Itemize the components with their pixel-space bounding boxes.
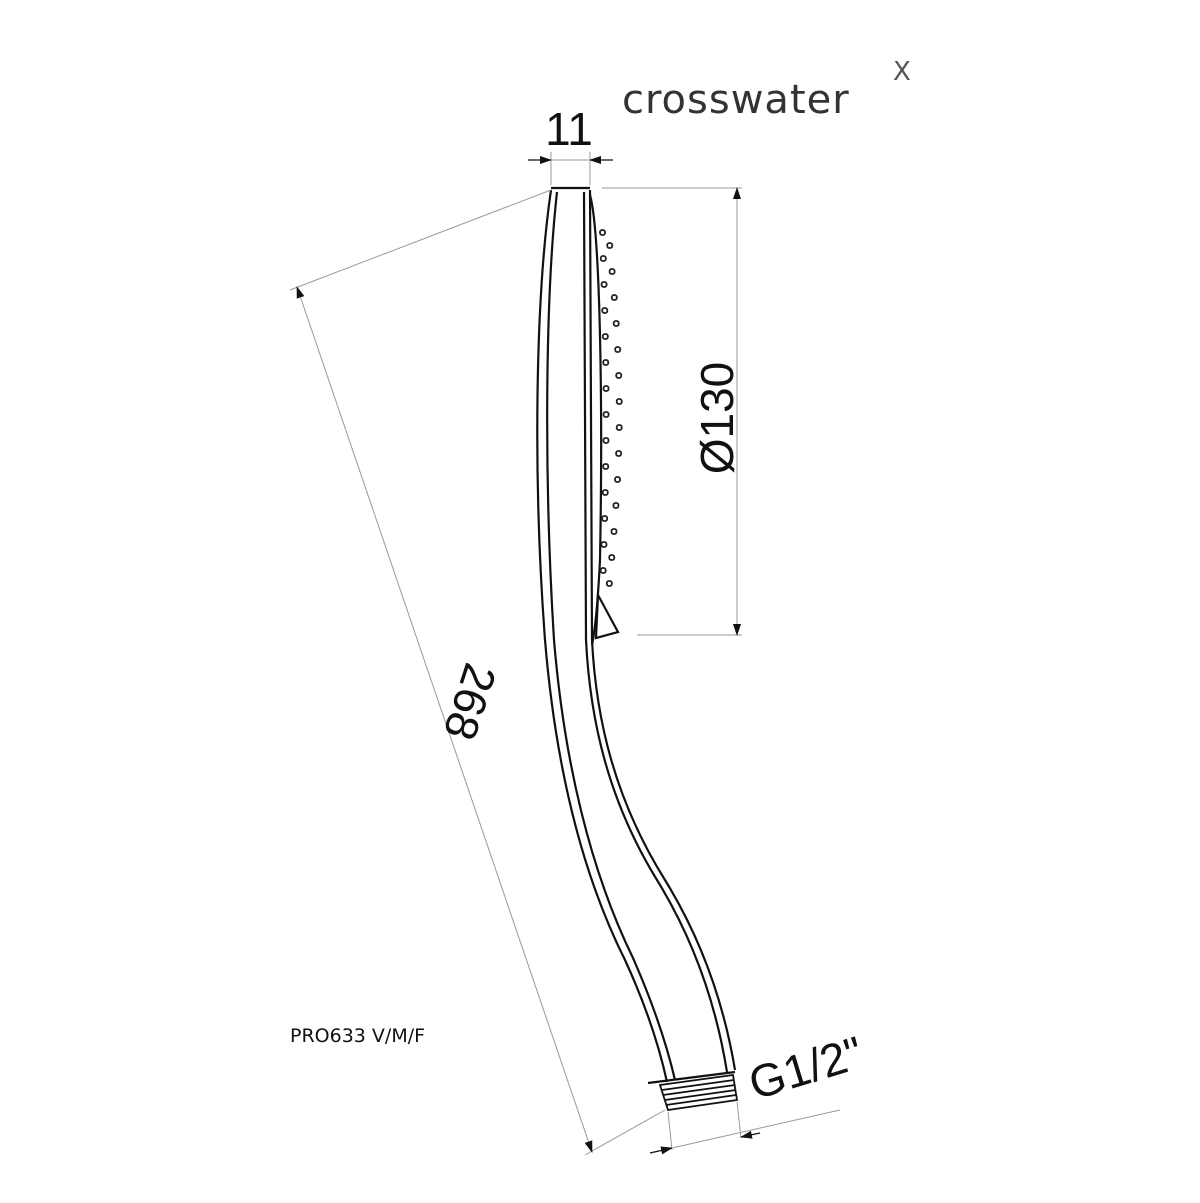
thread-connector — [658, 1073, 739, 1111]
nozzle-icon — [615, 372, 623, 379]
nozzle-icon — [599, 229, 606, 236]
dim-thickness-label: 11 — [545, 103, 593, 155]
nozzle-icon — [615, 424, 623, 431]
nozzle-icon — [608, 268, 616, 275]
handset-back-inner — [582, 191, 729, 1073]
nozzle-icon — [608, 554, 616, 561]
handle-end — [647, 1070, 736, 1085]
nozzle-icon — [610, 528, 618, 535]
handset-back-edge — [588, 189, 737, 1071]
handset-inner-edge — [546, 191, 677, 1081]
nozzle-icon — [610, 294, 618, 301]
nozzle-icon — [600, 281, 608, 288]
nozzle-icon — [602, 437, 610, 444]
nozzle-icon — [602, 359, 610, 366]
spray-nozzles — [599, 229, 623, 587]
nozzle-icon — [599, 567, 607, 574]
nozzle-icon — [615, 450, 623, 457]
dim-diameter: Ø130 — [602, 187, 743, 636]
nozzle-icon — [602, 463, 610, 470]
nozzle-icon — [612, 320, 620, 327]
product-code: PRO633 V/M/F — [290, 1025, 425, 1047]
logo-mark: X — [893, 57, 911, 87]
dim-connection-label: G1/2" — [743, 1026, 869, 1110]
nozzle-icon — [605, 580, 613, 587]
nozzle-icon — [601, 333, 609, 340]
dim-thickness: 11 — [528, 103, 613, 185]
nozzle-icon — [600, 541, 608, 548]
nozzle-icon — [614, 476, 621, 483]
crosswater-logo: crosswater X — [622, 57, 911, 123]
nozzle-icon — [601, 515, 609, 522]
dim-length: 268 — [289, 189, 666, 1156]
dim-connection: G1/2" — [649, 1026, 869, 1155]
logo-text: crosswater — [622, 77, 850, 123]
nozzle-icon — [614, 346, 622, 353]
nozzle-icon — [599, 255, 607, 262]
spray-lever — [594, 590, 620, 640]
nozzle-icon — [601, 307, 609, 314]
nozzle-icon — [602, 411, 610, 418]
nozzle-icon — [612, 502, 620, 509]
nozzle-icon — [602, 385, 610, 392]
nozzle-icon — [615, 398, 623, 405]
dim-diameter-label: Ø130 — [691, 362, 743, 475]
dim-length-label: 268 — [434, 657, 507, 746]
nozzle-icon — [601, 489, 609, 496]
nozzle-icon — [606, 242, 614, 249]
